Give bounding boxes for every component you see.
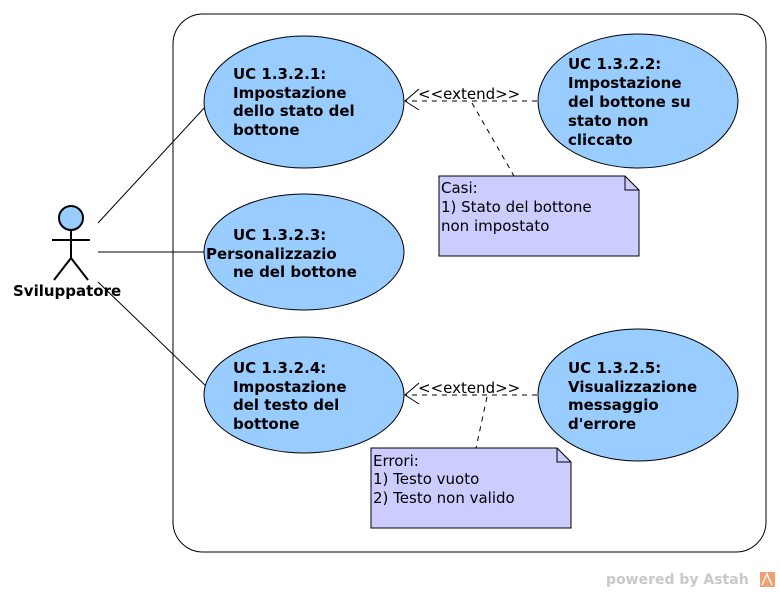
uc-1-3-2-2-line-1: UC 1.3.2.2: xyxy=(568,55,661,73)
uc-1-3-2-5-line-4: d'errore xyxy=(568,415,636,433)
note-anchor-2 xyxy=(475,396,488,449)
use-case-1-3-2-3[interactable]: UC 1.3.2.3: Personalizzazio ne del botto… xyxy=(203,193,405,311)
association-uc1 xyxy=(97,105,207,224)
note-errori-line-1: Errori: xyxy=(373,452,419,470)
stick-figure-icon xyxy=(52,205,90,281)
note-casi-line-3: non impostato xyxy=(441,217,549,235)
uc-1-3-2-2-line-2: Impostazione xyxy=(568,74,682,92)
uc-1-3-2-1-line-4: bottone xyxy=(233,121,300,139)
uc-1-3-2-3-line-1: UC 1.3.2.3: xyxy=(233,226,326,244)
use-case-1-3-2-5[interactable]: UC 1.3.2.5: Visualizzazione messaggio d'… xyxy=(537,328,739,462)
uc-1-3-2-4-line-2: Impostazione xyxy=(233,378,347,396)
uc-1-3-2-5-line-2: Visualizzazione xyxy=(568,378,697,396)
uc-1-3-2-4-line-3: del testo del xyxy=(233,396,339,414)
use-case-1-3-2-1[interactable]: UC 1.3.2.1: Impostazione dello stato del… xyxy=(203,35,405,169)
actor-sviluppatore[interactable]: Sviluppatore xyxy=(13,205,121,300)
powered-by-text: powered by Astah xyxy=(606,572,749,588)
extend-relation-2: <<extend>> xyxy=(404,379,537,405)
uc-1-3-2-2-line-5: cliccato xyxy=(568,131,633,149)
uc-1-3-2-3-line-2: Personalizzazio xyxy=(206,245,337,263)
note-errori[interactable]: Errori: 1) Testo vuoto 2) Testo non vali… xyxy=(370,447,572,529)
actor-name: Sviluppatore xyxy=(13,282,121,300)
uc-1-3-2-4-line-1: UC 1.3.2.4: xyxy=(233,359,326,377)
uc-1-3-2-3-line-3: ne del bottone xyxy=(233,263,357,281)
note-errori-line-2: 1) Testo vuoto xyxy=(373,470,479,488)
note-casi[interactable]: Casi: 1) Stato del bottone non impostato xyxy=(438,175,640,257)
uc-1-3-2-2-line-4: stato non xyxy=(568,112,649,130)
uc-1-3-2-1-line-1: UC 1.3.2.1: xyxy=(233,65,326,83)
association-uc4 xyxy=(97,281,209,389)
extend-relation-1: <<extend>> xyxy=(404,85,537,111)
note-anchor-1 xyxy=(471,102,515,177)
use-case-1-3-2-2[interactable]: UC 1.3.2.2: Impostazione del bottone su … xyxy=(537,33,739,169)
uc-1-3-2-2-line-3: del bottone su xyxy=(568,93,691,111)
note-casi-line-2: 1) Stato del bottone xyxy=(441,198,592,216)
uc-1-3-2-5-line-3: messaggio xyxy=(568,396,659,414)
note-casi-line-1: Casi: xyxy=(441,179,478,197)
uc-1-3-2-1-line-3: dello stato del xyxy=(233,102,355,120)
uc-1-3-2-1-line-2: Impostazione xyxy=(233,84,347,102)
uc-1-3-2-5-line-1: UC 1.3.2.5: xyxy=(568,359,661,377)
note-errori-line-3: 2) Testo non valido xyxy=(373,489,515,507)
uc-1-3-2-4-line-4: bottone xyxy=(233,415,300,433)
astah-logo-icon xyxy=(760,572,775,587)
use-case-1-3-2-4[interactable]: UC 1.3.2.4: Impostazione del testo del b… xyxy=(203,336,405,454)
extend-label-1: <<extend>> xyxy=(418,85,520,103)
extend-label-2: <<extend>> xyxy=(418,379,520,397)
